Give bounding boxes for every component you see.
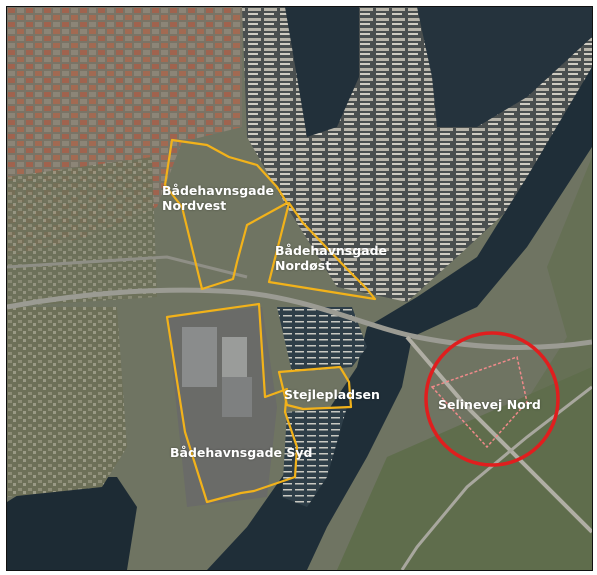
area-boundaries	[163, 138, 377, 504]
label-syd: Bådehavnsgade Syd	[170, 445, 312, 460]
harbour-basin	[285, 7, 359, 137]
road-west	[7, 255, 248, 279]
road-diagonal	[405, 335, 592, 534]
warehouse	[182, 327, 217, 387]
label-nordvest: Bådehavnsgade Nordvest	[162, 183, 274, 213]
label-line: Selinevej Nord	[438, 397, 541, 412]
label-stejlepladsen: Stejlepladsen	[284, 387, 380, 402]
residential-area-west	[7, 157, 157, 307]
label-line: Stejlepladsen	[284, 387, 380, 402]
green-area-east	[497, 157, 592, 447]
harbour-basin-east	[417, 7, 592, 127]
boundary-nordvest	[163, 138, 289, 291]
boundary-stejlepladsen	[277, 365, 353, 411]
highlight-circle	[424, 331, 560, 467]
marina	[277, 307, 367, 372]
boundary-nordost	[267, 201, 377, 301]
allotments	[7, 307, 127, 497]
canal	[207, 67, 592, 570]
warehouse	[222, 337, 247, 377]
label-line: Nordøst	[275, 258, 332, 273]
green-area-south	[337, 367, 592, 570]
motorway	[7, 287, 592, 350]
label-line: Bådehavnsgade	[275, 243, 388, 258]
road-south	[400, 385, 592, 570]
marina-south	[282, 407, 347, 507]
label-line: Bådehavnsgade Syd	[170, 445, 313, 460]
warehouse	[222, 377, 252, 417]
boundary-syd	[165, 302, 299, 504]
aerial-map: Bådehavnsgade Nordvest Bådehavnsgade Nor…	[6, 6, 593, 571]
label-line: Bådehavnsgade	[162, 183, 275, 198]
label-selinevej: Selinevej Nord	[438, 397, 541, 412]
label-nordost: Bådehavnsgade Nordøst	[275, 243, 387, 273]
boundary-selinevej	[430, 356, 528, 449]
map-canvas	[7, 7, 592, 570]
water-southwest	[7, 477, 137, 570]
label-line: Nordvest	[162, 198, 227, 213]
